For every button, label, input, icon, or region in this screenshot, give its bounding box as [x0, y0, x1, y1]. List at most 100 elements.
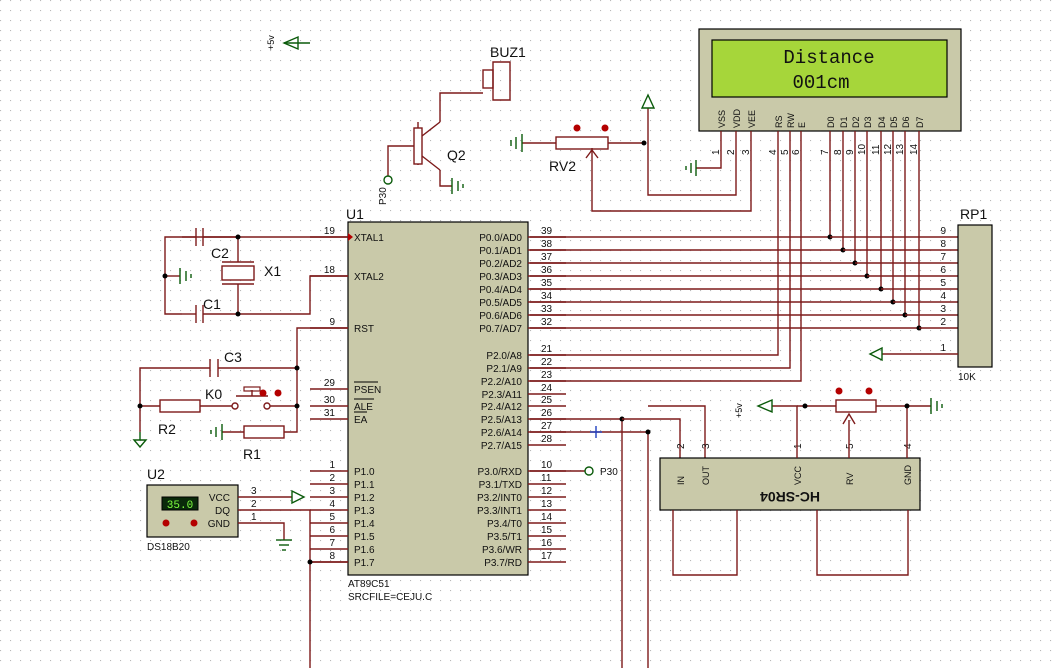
mcu-pin-name: P0.0/AD0	[479, 233, 522, 244]
mcu-pin-name: P2.7/A15	[481, 441, 523, 452]
ds18b20-ref-label: U2	[147, 466, 165, 482]
mcu-pin-number: 10	[541, 460, 553, 471]
lcd-pin-name: E	[797, 122, 807, 128]
mcu-pin-number: 23	[541, 370, 553, 381]
mcu-pin-number: 7	[329, 538, 335, 549]
lcd-pin-number: 14	[909, 143, 920, 155]
mcu-pin-name: P3.5/T1	[487, 532, 522, 543]
mcu-pin-name: P0.7/AD7	[479, 324, 522, 335]
lcd-pin-name: VEE	[747, 110, 757, 128]
r1-resistor-icon	[243, 425, 285, 439]
buzzer[interactable]: BUZ1	[482, 44, 526, 101]
mcu-pin-number: 29	[324, 378, 336, 389]
ds18b20-pin-name: GND	[208, 519, 230, 530]
sensor-pin-number: 1	[793, 443, 804, 449]
mcu-pin-number: 31	[324, 408, 336, 419]
mcu-pin-name: P3.7/RD	[484, 558, 522, 569]
rp1-pin-number: 8	[940, 239, 946, 250]
mcu-pin-number: 16	[541, 538, 553, 549]
mcu-pin-number: 30	[324, 395, 336, 406]
mcu-pin-number: 28	[541, 434, 553, 445]
ground-icon	[132, 432, 148, 449]
lcd-pin-number: 6	[791, 149, 802, 155]
mcu-pin-name: P1.5	[354, 532, 375, 543]
mcu-pin-number: 37	[541, 252, 553, 263]
mcu-pin-number: 39	[541, 226, 553, 237]
mcu-pin-name: EA	[354, 415, 368, 426]
mcu-pin-number: 3	[329, 486, 335, 497]
lcd-pin-name: D0	[826, 116, 836, 128]
p30-port-label: P30	[600, 467, 618, 478]
ds18b20-display: 35.0	[167, 500, 193, 512]
lcd-pin-name: D6	[901, 116, 911, 128]
mcu-pin-name: P0.1/AD1	[479, 246, 522, 257]
r1-label: R1	[243, 446, 261, 462]
mcu-pin-number: 25	[541, 395, 553, 406]
misc-wiring: P30	[309, 405, 706, 668]
lcd-pin-number: 5	[780, 149, 791, 155]
mcu-pin-number: 14	[541, 512, 553, 523]
mcu-pin-number: 22	[541, 357, 553, 368]
lcd-wiring	[530, 93, 958, 382]
mcu-at89c51[interactable]: U1 AT89C51 SRCFILE=CEJU.C 19XTAL118XTAL2…	[310, 206, 566, 603]
mcu-pin-number: 12	[541, 486, 553, 497]
mcu-pin-name: RST	[354, 324, 374, 335]
rp1-pin-number: 9	[940, 226, 946, 237]
mcu-pin-name: P2.0/A8	[486, 351, 522, 362]
lcd-pin-number: 11	[871, 144, 882, 155]
mcu-pin-number: 32	[541, 317, 553, 328]
ground-icon	[930, 398, 943, 414]
q2-transistor[interactable]: P30 Q2	[378, 92, 483, 205]
rv2-potentiometer[interactable]: RV2	[510, 124, 647, 175]
sensor-pin-number: 2	[676, 443, 687, 449]
mcu-pin-name: P1.6	[354, 545, 375, 556]
mcu-pin-name: P3.4/T0	[487, 519, 522, 530]
ds18b20-pin-name: VCC	[209, 493, 230, 504]
sensor-pin-name: OUT	[701, 466, 711, 486]
lcd-pin-name: D5	[889, 116, 899, 128]
ground-icon	[210, 424, 223, 440]
rp1-pin-number: 7	[940, 252, 946, 263]
sensor-pin-number: 4	[903, 443, 914, 449]
sensor-name-label: HC-SR04	[760, 489, 820, 505]
mcu-pin-name: XTAL1	[354, 233, 384, 244]
mcu-pin-number: 8	[329, 551, 335, 562]
mcu-pin-number: 33	[541, 304, 553, 315]
sensor-pin-name: VCC	[793, 465, 803, 485]
power-arrow-icon	[756, 398, 773, 414]
mcu-pin-name: P1.7	[354, 558, 375, 569]
mcu-srcfile-label: SRCFILE=CEJU.C	[348, 592, 432, 603]
p30-terminal-icon	[383, 175, 393, 185]
lcd-pin-name: D4	[877, 116, 887, 128]
mcu-pin-number: 36	[541, 265, 553, 276]
lcd-pin-number: 13	[895, 143, 906, 155]
mcu-pin-name: P2.6/A14	[481, 428, 523, 439]
mcu-pin-number: 26	[541, 408, 553, 419]
rp1-pin-number: 6	[940, 265, 946, 276]
rv-trimmer-icon	[835, 399, 877, 413]
lcd-pin-number: 3	[741, 149, 752, 155]
x1-label: X1	[264, 263, 281, 279]
lcd-module[interactable]: Distance 001cm VSS1VDD2VEE3RS4RW5E6D07D1…	[698, 28, 962, 155]
mcu-pin-name: P2.3/A11	[482, 390, 523, 401]
buz1-label: BUZ1	[490, 44, 526, 60]
mcu-pin-name: ALE	[354, 402, 373, 413]
lcd-pin-number: 10	[857, 143, 868, 155]
lcd-pin-number: 12	[883, 143, 894, 155]
lcd-pin-name: D7	[915, 116, 925, 128]
mcu-pin-name: P0.4/AD4	[479, 285, 522, 296]
ground-icon	[179, 268, 192, 284]
rp1-pin-number: 2	[940, 317, 946, 328]
mcu-pin-name: P2.1/A9	[486, 364, 522, 375]
vcc-top-terminal: +5v	[266, 35, 310, 51]
rp1-value-label: 10K	[958, 372, 976, 383]
p30-net-label: P30	[378, 187, 389, 205]
mcu-pin-number: 9	[329, 317, 335, 328]
power-arrow-icon	[282, 35, 299, 51]
lcd-pin-name: VDD	[732, 108, 742, 128]
lcd-pin-number: 4	[768, 149, 779, 155]
